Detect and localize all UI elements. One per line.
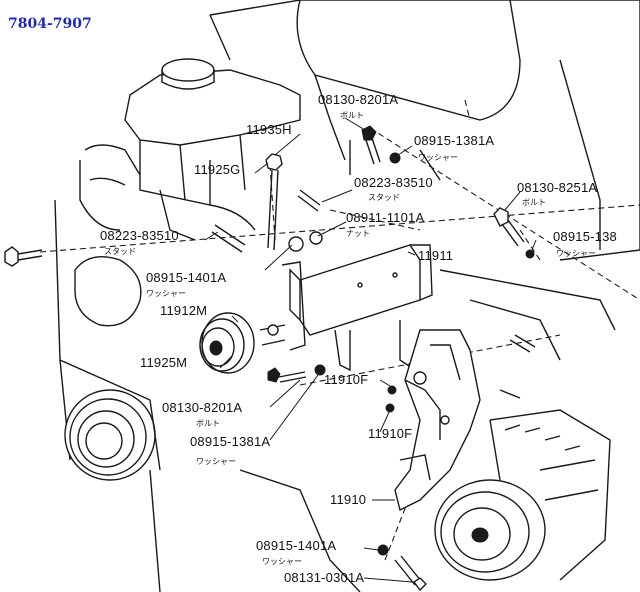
label-08130-8201A-lower: 08130-8201A	[162, 400, 243, 415]
label-08915-1381A-lower-sub: ワッシャー	[196, 457, 236, 466]
label-08130-8251A: 08130-8251A	[517, 180, 598, 195]
leader-lines	[204, 117, 537, 583]
label-08223-83510-top: 08223-83510	[354, 175, 433, 190]
label-08130-8251A-sub: ボルト	[522, 198, 546, 207]
label-11925G: 11925G	[194, 162, 241, 177]
label-08911-1101A: 08911-1101A	[346, 210, 425, 225]
label-08223-83510-left: 08223-83510	[100, 228, 179, 243]
label-08130-8201A-top-sub: ボルト	[340, 111, 364, 120]
label-08130-8201A-lower-sub: ボルト	[196, 419, 220, 428]
label-08915-138: 08915-138	[553, 229, 617, 244]
label-11925M: 11925M	[140, 355, 188, 370]
label-08915-1401A-mid-sub: ワッシャー	[146, 289, 186, 298]
compressor	[434, 409, 611, 581]
label-08915-1381A-lower: 08915-1381A	[190, 434, 271, 449]
crank-pulley	[64, 389, 161, 481]
label-11912M: 11912M	[160, 303, 208, 318]
label-08130-8201A-top: 08130-8201A	[318, 92, 399, 107]
label-08915-1401A-bottom: 08915-1401A	[256, 538, 337, 553]
label-08915-1401A-bottom-sub: ワッシャー	[262, 557, 302, 566]
alignment-lines	[39, 99, 640, 561]
label-11910: 11910	[330, 492, 367, 507]
idler-pulley	[199, 312, 286, 374]
mount-bracket	[394, 329, 481, 512]
label-11911: 11911	[418, 248, 454, 263]
label-11910F-upper: 11910F	[324, 372, 369, 387]
page-title: 7804-7907	[8, 16, 92, 32]
label-11935H: 11935H	[246, 122, 292, 137]
label-08915-1381A-top-sub: ワッシャー	[418, 153, 458, 162]
label-08915-1401A-mid: 08915-1401A	[146, 270, 227, 285]
label-08131-0301A: 08131-0301A	[284, 570, 365, 585]
label-08223-83510-top-sub: スタッド	[368, 193, 400, 202]
label-08911-1101A-sub: ナット	[346, 229, 370, 238]
label-11910F-lower: 11910F	[368, 426, 413, 441]
label-08915-138-sub: ワッシャー	[556, 249, 596, 258]
label-08223-83510-left-sub: スタッド	[104, 247, 136, 256]
label-08915-1381A-top: 08915-1381A	[414, 133, 495, 148]
bracket-plate	[281, 244, 433, 372]
